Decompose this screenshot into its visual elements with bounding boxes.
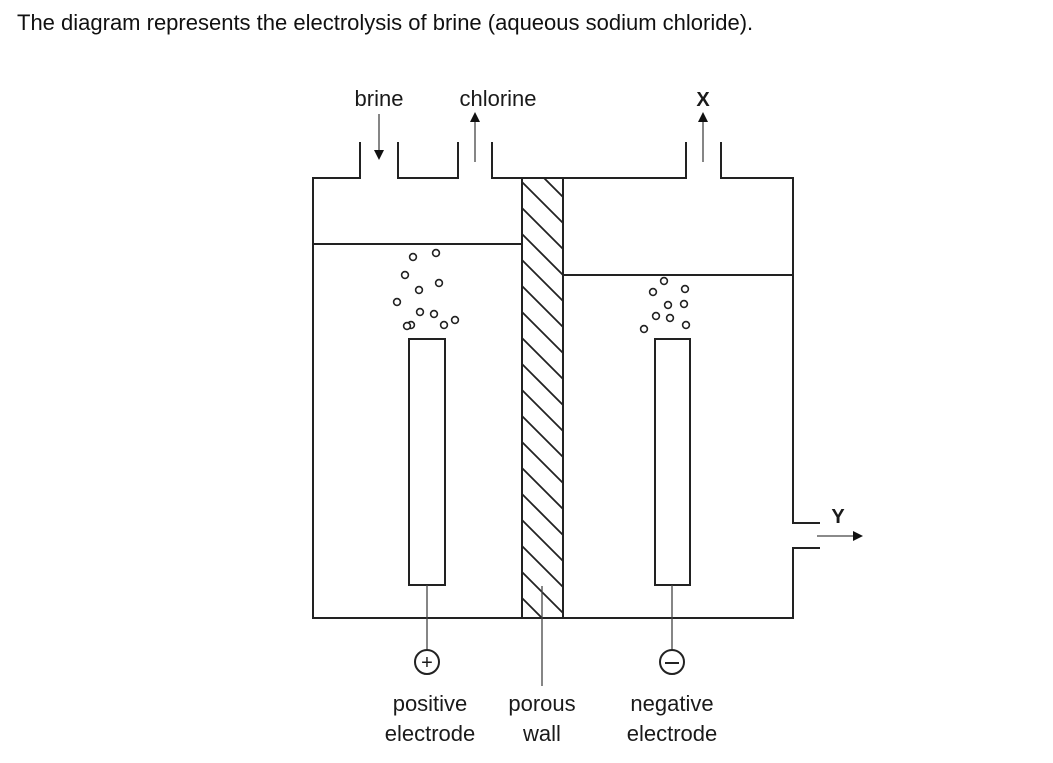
- hatch-line: [522, 207, 563, 250]
- hatch-line: [522, 233, 563, 276]
- gas-bubble: [450, 315, 460, 325]
- chlorine-bubbles: [392, 248, 460, 331]
- gas-bubble: [408, 252, 418, 262]
- hatch-line: [542, 178, 563, 198]
- hatch-line: [522, 311, 563, 354]
- hatch-line: [522, 363, 563, 406]
- gas-bubble: [639, 324, 649, 334]
- hatch-line: [522, 337, 563, 380]
- gas-bubble: [414, 285, 424, 295]
- positive-electrode-label-line1: positive: [393, 691, 468, 716]
- negative-electrode-label-line2: electrode: [627, 721, 718, 746]
- positive-electrode-label-line2: electrode: [385, 721, 476, 746]
- hatch-line: [522, 415, 563, 458]
- left-compartment: [312, 142, 522, 619]
- right-compartment: [563, 142, 820, 619]
- gas-bubble: [392, 297, 402, 307]
- hatch-line: [522, 181, 563, 224]
- negative-terminal: [659, 649, 685, 675]
- gas-bubble: [434, 278, 444, 288]
- gas-bubble: [680, 284, 690, 294]
- gas-bubble: [648, 287, 658, 297]
- intro-text: The diagram represents the electrolysis …: [17, 10, 754, 35]
- hatch-line: [522, 493, 563, 536]
- hatch-line: [522, 545, 563, 588]
- brine-label: brine: [355, 86, 404, 111]
- gas-bubble: [659, 276, 669, 286]
- gas-bubble: [663, 300, 673, 310]
- hatch-line: [522, 519, 563, 562]
- negative-electrode-label-line1: negative: [630, 691, 713, 716]
- hydrogen-bubbles: [639, 276, 691, 334]
- gas-bubble: [402, 321, 412, 331]
- hatch-line: [522, 441, 563, 484]
- plus-symbol: +: [421, 652, 433, 674]
- hatch-line: [522, 467, 563, 510]
- gas-bubble: [429, 309, 439, 319]
- gas-bubble: [400, 270, 410, 280]
- gas-bubble: [679, 299, 689, 309]
- gas-bubble: [681, 320, 691, 330]
- hatch-line: [522, 285, 563, 328]
- porous-wall-label-line1: porous: [508, 691, 575, 716]
- negative-electrode: [654, 338, 691, 586]
- gas-bubble: [665, 313, 675, 323]
- hatch-line: [522, 259, 563, 302]
- porous-wall-label-line2: wall: [522, 721, 561, 746]
- gas-bubble: [651, 311, 661, 321]
- gas-bubble: [439, 320, 449, 330]
- positive-electrode: [408, 338, 446, 586]
- chlorine-label: chlorine: [459, 86, 536, 111]
- hatch-line: [522, 389, 563, 432]
- y-label: Y: [831, 506, 845, 528]
- hatch-line: [522, 130, 563, 171]
- gas-bubble: [431, 248, 441, 258]
- gas-bubble: [415, 307, 425, 317]
- positive-terminal: +: [414, 649, 440, 675]
- x-label: X: [696, 89, 710, 111]
- hatch-line: [522, 597, 544, 618]
